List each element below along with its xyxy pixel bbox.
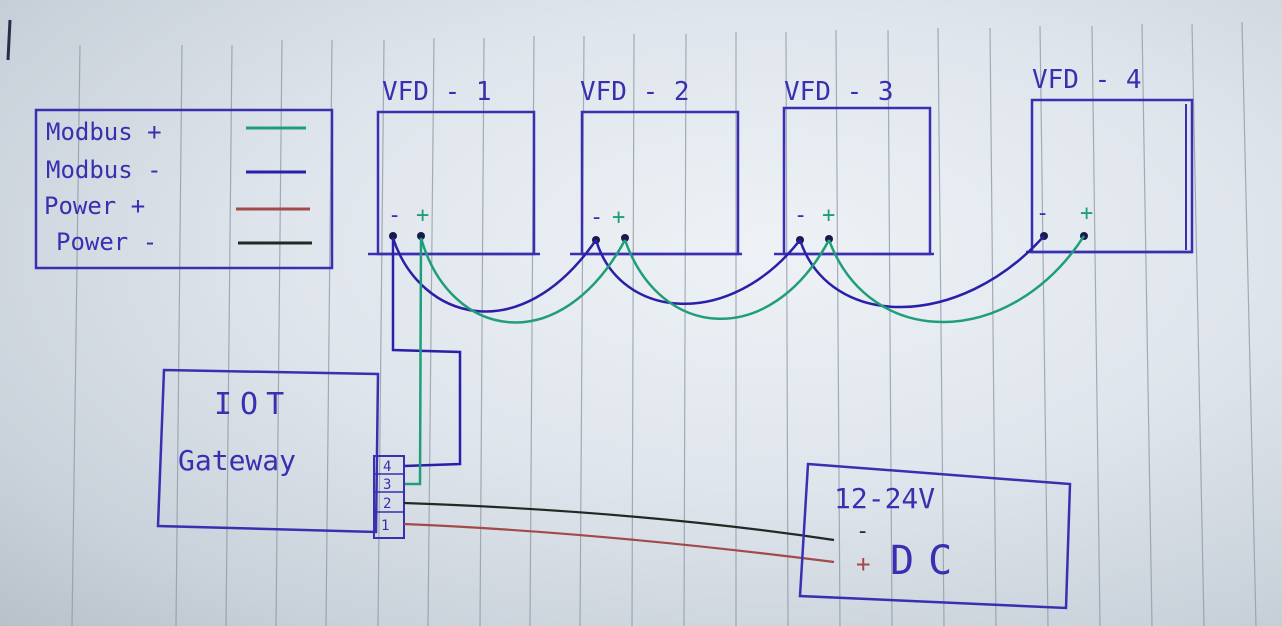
paper-lines <box>71 21 1257 626</box>
terminal-label-4: 4 <box>383 459 391 475</box>
terminal-label-2: 2 <box>383 496 391 512</box>
vfd-1-minus-label: - <box>388 203 401 228</box>
wire-modbus-plus-vfd1-vfd2 <box>419 237 627 324</box>
vfd-4: VFD - 4 - + <box>1026 65 1194 254</box>
vfd-1-minus-terminal <box>389 232 397 240</box>
vfd-4-minus-label: - <box>1036 201 1049 226</box>
vfd-2-plus-terminal <box>621 234 629 242</box>
wire-modbus-plus-vfd3-vfd4 <box>827 235 1086 324</box>
vfd-3: VFD - 3 - + <box>774 77 934 256</box>
gateway-label-line1: IOT <box>214 387 292 422</box>
wire-modbus-plus-vfd2-vfd3 <box>623 239 831 320</box>
power-supply: 12-24V - + DC <box>798 462 1072 610</box>
gateway-label-line2: Gateway <box>178 444 296 477</box>
margin-mark <box>6 19 12 61</box>
vfd-2-label: VFD - 2 <box>580 77 690 107</box>
vfd-1: VFD - 1 - + <box>368 77 540 256</box>
vfd-3-label: VFD - 3 <box>784 77 894 107</box>
terminal-label-3: 3 <box>383 477 391 493</box>
vfd-1-plus-terminal <box>417 232 425 240</box>
vfd-3-plus-label: + <box>822 203 835 228</box>
vfd-4-plus-label: + <box>1080 201 1093 226</box>
power-supply-minus-label: - <box>856 519 869 544</box>
wire-modbus-minus-vfd1-vfd2 <box>391 237 598 313</box>
vfd-2: VFD - 2 - + <box>570 77 742 256</box>
legend-label-modbus-plus: Modbus + <box>46 118 162 146</box>
legend-label-modbus-minus: Modbus - <box>46 156 162 184</box>
vfd-4-label: VFD - 4 <box>1032 65 1142 95</box>
gateway-terminal-block <box>373 455 405 539</box>
vfd-1-label: VFD - 1 <box>382 77 492 107</box>
wire-power-plus <box>403 522 835 564</box>
terminal-label-1: 1 <box>381 518 389 534</box>
power-supply-voltage: 12-24V <box>834 482 935 515</box>
legend-label-power-plus: Power + <box>44 192 145 220</box>
iot-gateway: IOT Gateway 4 3 2 1 <box>156 368 405 539</box>
wire-modbus-minus-vfd2-vfd3 <box>594 239 801 305</box>
legend: Modbus + Modbus - Power + Power - <box>34 108 334 270</box>
wire-power-minus <box>403 501 835 542</box>
wire-modbus-minus-to-gateway <box>391 238 462 468</box>
power-supply-plus-label: + <box>856 550 870 578</box>
vfd-3-minus-label: - <box>794 203 807 228</box>
wire-modbus-minus-vfd3-vfd4 <box>798 235 1045 309</box>
power-supply-type: DC <box>890 538 966 584</box>
legend-label-power-minus: Power - <box>56 228 157 256</box>
vfd-2-plus-label: + <box>612 205 625 230</box>
vfd-2-minus-label: - <box>590 205 603 230</box>
vfd-1-plus-label: + <box>416 203 429 228</box>
vfd-3-plus-terminal <box>825 235 833 243</box>
wire-modbus-plus-to-gateway <box>404 237 423 486</box>
